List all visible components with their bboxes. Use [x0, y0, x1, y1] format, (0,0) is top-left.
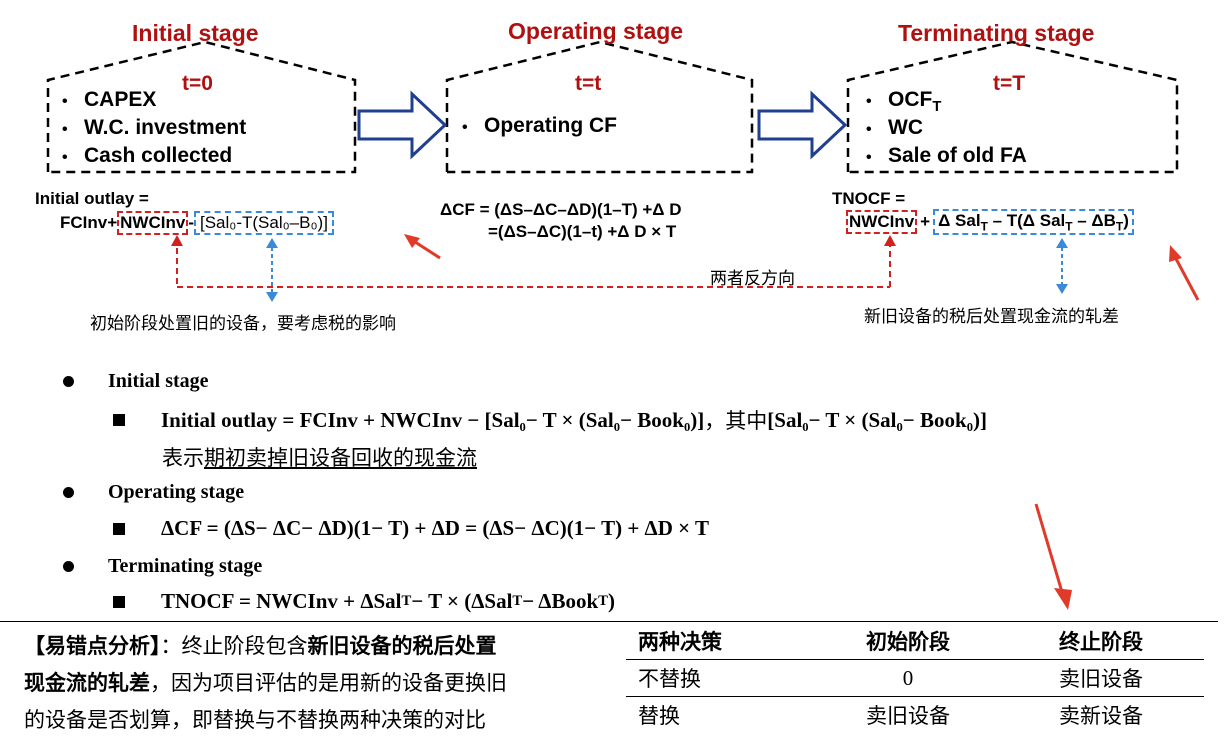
terminating-item-sale: •Sale of old FA [866, 144, 1027, 167]
initial-formula-line2: FCInv+ NWCInv - [Sal₀-T(Sal₀–B₀)] [60, 211, 334, 235]
outline-initial-desc: 表示期初卖掉旧设备回收的现金流 [162, 446, 477, 470]
terminating-stage-title: Terminating stage [898, 20, 1095, 46]
terminating-formula-line2: NWCInv + Δ SalT – T(Δ SalT – ΔBT) [846, 209, 1134, 236]
bullet-circle [63, 487, 74, 498]
bullet-circle [63, 376, 74, 387]
table-cell: 卖旧设备 [866, 704, 950, 728]
terminating-house-outline [846, 40, 1179, 174]
initial-t-label: t=0 [182, 72, 213, 95]
red-pointer-3 [1034, 503, 1072, 610]
initial-note: 初始阶段处置旧的设备，要考虑税的影响 [90, 314, 396, 334]
initial-item-cash: •Cash collected [62, 144, 233, 167]
analysis-line-1: 【易错点分析】：终止阶段包含新旧设备的税后处置 [24, 634, 497, 658]
initial-house-outline [46, 40, 357, 174]
terminating-salvage-box: Δ SalT – T(Δ SalT – ΔBT) [933, 209, 1134, 236]
operating-stage-title: Operating stage [508, 18, 684, 44]
initial-nwcinv-box: NWCInv [117, 211, 189, 235]
initial-formula-line1: Initial outlay = [35, 189, 149, 208]
outline-terminating-head: Terminating stage [63, 555, 262, 578]
analysis-line-3: 的设备是否划算，即替换与不替换两种决策的对比 [24, 708, 486, 732]
analysis-line-2: 现金流的轧差，因为项目评估的是用新的设备更换旧 [24, 671, 507, 695]
table-cell: 0 [902, 665, 914, 690]
terminating-formula-plus: + [920, 212, 931, 232]
red-pointer-1 [411, 238, 441, 260]
arrow-initial-to-operating [357, 90, 448, 160]
bullet-circle [63, 561, 74, 572]
bullet-square [113, 522, 125, 535]
table-row: 替换 卖旧设备 卖新设备 [626, 697, 1204, 734]
table-cell: 不替换 [638, 667, 701, 691]
table-header-row: 两种决策 初始阶段 终止阶段 [626, 623, 1204, 660]
bottom-divider [0, 621, 1218, 622]
table-cell: 替换 [638, 704, 680, 728]
terminating-nwcinv-box: NWCInv [846, 210, 918, 235]
initial-salvage-box: [Sal₀-T(Sal₀–B₀)] [194, 211, 334, 235]
terminating-note: 新旧设备的税后处置现金流的轧差 [864, 307, 1119, 327]
opposite-direction-label: 两者反方向 [710, 269, 795, 289]
decision-table: 两种决策 初始阶段 终止阶段 不替换 0 卖旧设备 替换 卖旧设备 卖新设备 [626, 623, 1204, 733]
analysis-label: 【易错点分析】 [24, 634, 161, 658]
terminating-item-wc: •WC [866, 116, 923, 139]
initial-stage-title: Initial stage [132, 20, 259, 46]
outline-operating-formula: ΔCF = (ΔS− ΔC− ΔD)(1− T) + ΔD = (ΔS− ΔC)… [113, 516, 709, 541]
bullet-square [113, 414, 125, 426]
operating-item-cf: •Operating CF [462, 114, 618, 137]
outline-initial-head: Initial stage [63, 370, 209, 393]
bullet-square [113, 595, 125, 608]
operating-t-label: t=t [575, 72, 602, 95]
table-row: 不替换 0 卖旧设备 [626, 660, 1204, 697]
red-pointer-2 [1172, 254, 1200, 301]
initial-item-wc: •W.C. investment [62, 116, 247, 139]
table-header-cell: 两种决策 [638, 630, 722, 654]
outline-operating-head: Operating stage [63, 481, 244, 504]
table-header-cell: 终止阶段 [1059, 630, 1143, 654]
table-header-cell: 初始阶段 [866, 630, 950, 654]
table-cell: 卖新设备 [1059, 704, 1143, 728]
initial-item-capex: •CAPEX [62, 88, 157, 111]
diagram-shapes [46, 40, 1200, 302]
terminating-formula-line1: TNOCF = [832, 189, 906, 208]
operating-house-outline [445, 40, 754, 174]
connector-arrowhead-right [884, 235, 896, 246]
outline-initial-formula: Initial outlay = FCInv + NWCInv − [Sal₀−… [113, 405, 987, 435]
terminating-item-ocf: •OCFT [866, 88, 942, 116]
operating-formula-line2: =(ΔS–ΔC)(1–t) +Δ D × T [488, 222, 677, 241]
operating-formula-line1: ΔCF = (ΔS–ΔC–ΔD)(1–T) +Δ D [440, 200, 682, 219]
initial-formula-prefix: FCInv+ [60, 213, 118, 232]
connector-arrowhead-left [171, 235, 183, 246]
terminating-t-label: t=T [993, 72, 1026, 95]
analysis-text: 【易错点分析】：终止阶段包含新旧设备的税后处置 现金流的轧差，因为项目评估的是用… [24, 628, 614, 739]
table-cell: 卖旧设备 [1059, 667, 1143, 691]
arrow-operating-to-terminating [757, 90, 848, 160]
initial-formula-minus: - [188, 213, 194, 232]
